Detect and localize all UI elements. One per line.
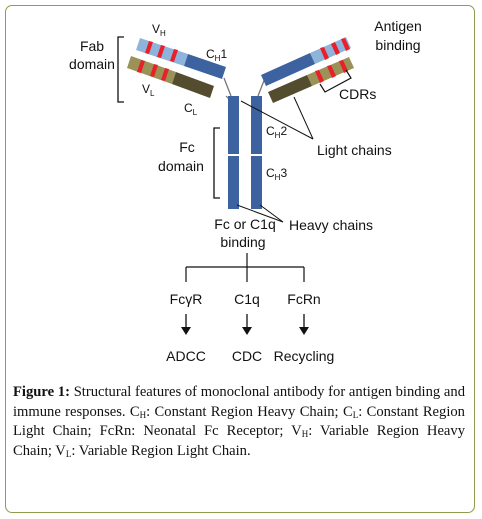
light-chain-pointer-left <box>240 100 314 140</box>
cdrs-label: CDRs <box>339 86 376 102</box>
light-chains-label: Light chains <box>317 142 392 158</box>
fab-bracket <box>117 36 124 103</box>
heavy-chain-pointer-left <box>236 204 284 223</box>
left-light-constant <box>172 72 214 98</box>
outcome-label: CDC <box>232 348 262 364</box>
receptor-label: FcγR <box>170 291 203 307</box>
fc-label-line1: Fc <box>179 139 195 155</box>
right-heavy-chain <box>261 37 351 86</box>
fc-left-ch3 <box>228 156 239 209</box>
left-light-chain <box>127 56 214 98</box>
fc-c1q-label-line1: Fc or C1q <box>214 216 275 232</box>
figure-frame <box>5 5 475 513</box>
arrow-down-icon <box>181 314 191 335</box>
receptor-label: FcRn <box>287 291 320 307</box>
caption-subscript: L <box>352 409 359 420</box>
cdr-mark <box>150 64 158 77</box>
outcome-label: Recycling <box>274 348 335 364</box>
fc-right-ch2 <box>251 96 262 154</box>
vl-label: VL <box>142 82 155 98</box>
fc-c1q-label-line2: binding <box>220 234 265 250</box>
fc-stem <box>228 96 262 209</box>
cdrs-bracket <box>319 69 352 93</box>
cdr-mark <box>161 68 169 81</box>
caption-text: Structural features of monoclonal antibo… <box>13 384 465 420</box>
heavy-chain-pointer-right <box>259 204 284 223</box>
ch3-label: CH3 <box>266 166 287 182</box>
right-heavy-variable <box>310 37 351 64</box>
cdr-mark <box>339 60 348 73</box>
cl-label: CL <box>184 101 198 117</box>
antigen-label-line1: Antigen <box>374 18 421 34</box>
cdr-mark <box>315 70 324 83</box>
caption-subscript: L <box>65 448 72 459</box>
ch2-label: CH2 <box>266 124 287 140</box>
vh-label: VH <box>152 22 166 38</box>
caption-text: : Constant Region Heavy Chain; C <box>146 403 353 420</box>
fc-left-ch2 <box>228 96 239 154</box>
right-light-constant <box>268 75 312 103</box>
fc-bracket <box>213 127 220 199</box>
fc-right-ch3 <box>251 156 262 209</box>
hinge-line-left <box>223 77 232 97</box>
cdr-mark <box>327 65 336 78</box>
cdr-mark <box>157 45 165 58</box>
cdr-mark <box>145 41 153 54</box>
antibody-diagram: Fab domain VH CH1 VL CL Antigen binding … <box>69 18 422 364</box>
cdr-mark <box>341 38 350 51</box>
figure-caption: Figure 1: Structural features of monoclo… <box>13 383 465 461</box>
fc-label-line2: domain <box>158 158 204 174</box>
figure-label: Figure 1: <box>13 384 70 400</box>
caption-text: : Variable Region Light Chain. <box>71 442 251 459</box>
caption-text: : Constant Region Light Chain; FcRn: Neo… <box>13 403 465 440</box>
caption-text: : Variable Region Heavy Chain; V <box>13 423 465 459</box>
arrow-down-icon <box>299 314 309 335</box>
cdr-mark <box>320 47 329 60</box>
cdr-mark <box>170 49 178 62</box>
caption-subscript: H <box>139 409 147 420</box>
receptor-label: C1q <box>234 291 260 307</box>
left-heavy-constant <box>184 54 226 79</box>
light-chain-pointer-right <box>293 96 314 140</box>
heavy-chains-label: Heavy chains <box>289 217 373 233</box>
arrow-down-icon <box>242 314 252 335</box>
cdr-mark <box>331 42 340 55</box>
fab-label-line2: domain <box>69 56 115 72</box>
left-heavy-chain <box>136 38 226 79</box>
fab-label-line1: Fab <box>80 38 104 54</box>
right-heavy-constant <box>261 53 315 86</box>
antigen-label-line2: binding <box>375 37 420 53</box>
right-light-chain <box>268 57 354 103</box>
ch1-label: CH1 <box>206 47 227 63</box>
outcome-label: ADCC <box>166 348 206 364</box>
cdr-mark <box>137 60 145 73</box>
caption-subscript: H <box>301 429 309 439</box>
